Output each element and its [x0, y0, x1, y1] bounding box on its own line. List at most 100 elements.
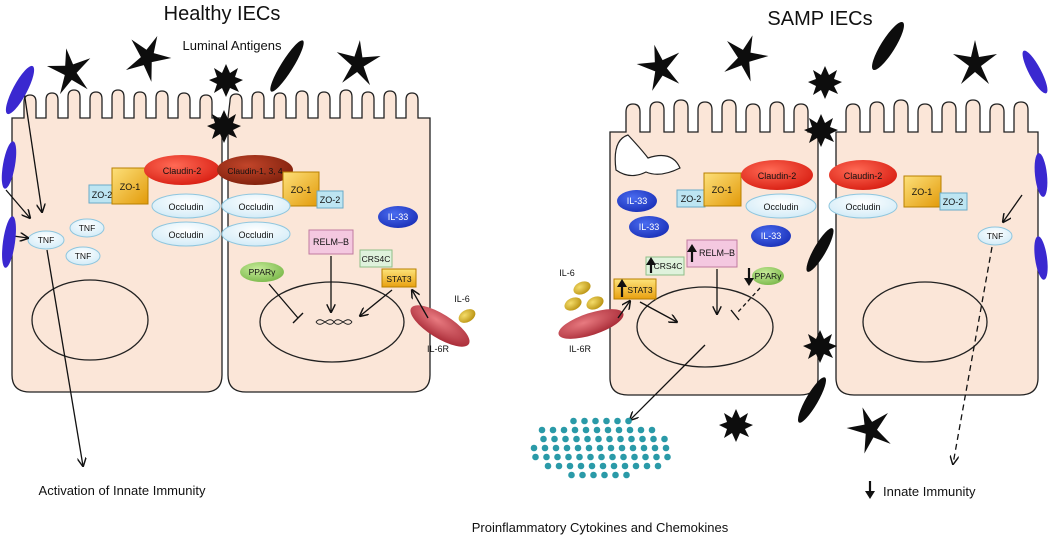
cytokine-dot [651, 444, 659, 452]
up-arrow-icon [687, 244, 697, 262]
cytokine-dot [615, 426, 623, 434]
tnf-oval [977, 226, 1013, 246]
occludin-label: Occludin [168, 202, 203, 212]
cytokine-dot [588, 462, 596, 470]
cytokine-dot [565, 453, 572, 461]
nucleus [636, 286, 774, 368]
down-arrow-head-icon [865, 491, 875, 499]
il6r-label: IL-6R [569, 344, 592, 354]
claudin2-oval [741, 160, 813, 190]
cytokine-dot [568, 471, 575, 479]
il6r-receptor [410, 305, 470, 347]
claudin2-oval [144, 155, 220, 185]
samp-cell-right [835, 99, 1039, 396]
cytokine-dot [595, 435, 602, 443]
tnf-label: TNF [38, 235, 55, 245]
star-antigen-icon [636, 44, 680, 91]
ppar-label: PPARγ [249, 267, 277, 277]
burst-antigen-icon [209, 64, 243, 97]
cytokine-dot [563, 444, 571, 452]
cytokine-dot [544, 462, 552, 470]
occludin-label: Occludin [763, 202, 798, 212]
crs4c-label: CRS4C [362, 254, 391, 264]
tnf-label: TNF [75, 251, 92, 261]
bacteria-icon [1, 141, 17, 189]
relmb-label: RELM–B [699, 248, 735, 258]
burst-antigen-icon [719, 409, 753, 442]
cytokine-dot [551, 435, 558, 443]
cytokine-dot [604, 426, 612, 434]
il33-label: IL-33 [388, 212, 409, 222]
stat3-box [381, 268, 417, 288]
occludin-oval [828, 193, 898, 219]
relmb-box [308, 229, 354, 255]
rod-antigen-icon [270, 40, 304, 92]
claudin134-label: Claudin-1, 3, 4 [227, 166, 283, 176]
cytokine-dot [601, 471, 608, 479]
zo1-box [703, 172, 742, 207]
crs4c-label: CRS4C [654, 261, 683, 271]
occludin-oval [745, 193, 817, 219]
cytokine-dot [566, 462, 574, 470]
il6-molecule [564, 297, 582, 311]
rod-antigen-icon [806, 228, 834, 272]
star-antigen-icon [336, 40, 381, 86]
zo2-box [316, 190, 344, 209]
luminal-antigens-label: Luminal Antigens [182, 38, 282, 53]
cytokine-dot [626, 426, 634, 434]
samp-signaling: IL-33 IL-33 IL-33 RELM–B CRS4C STAT3 PPA… [558, 190, 791, 420]
cytokine-dot [632, 462, 640, 470]
up-arrow-icon [646, 257, 656, 273]
cytokine-dot [574, 444, 582, 452]
occludin-label: Occludin [845, 202, 880, 212]
healthy-junctions: ZO-2 ZO-1 Claudin-2 Claudin-1, 3, 4 ZO-1… [88, 155, 344, 247]
star-antigen-icon [126, 36, 172, 82]
il33-oval [617, 190, 657, 212]
cytokine-dot [650, 435, 657, 443]
claudin2-label: Claudin-2 [844, 171, 883, 181]
cytokine-dot [599, 462, 607, 470]
claudin2-label: Claudin-2 [758, 171, 797, 181]
claudin2-oval [829, 160, 897, 190]
cytokine-dot [585, 444, 593, 452]
il6-molecule [586, 296, 604, 310]
cytokine-dot [581, 417, 588, 425]
claudin134-oval [217, 155, 293, 185]
il6-molecule [573, 281, 591, 295]
bacteria-icon [1034, 236, 1048, 280]
damaged-microvilli [614, 134, 681, 177]
tnf-label: TNF [987, 231, 1004, 241]
nucleus [31, 279, 149, 361]
rod-antigen-icon [872, 21, 904, 71]
tnf-oval [65, 246, 101, 266]
cytokine-dot [571, 426, 579, 434]
occludin-oval [151, 221, 221, 247]
burst-antigen-icon [803, 330, 837, 363]
occludin-oval [221, 193, 291, 219]
zo1-box [282, 171, 320, 207]
il33-oval [751, 225, 791, 247]
cytokine-dot [593, 426, 601, 434]
zo2-box [939, 192, 968, 211]
il6r-label: IL-6R [427, 344, 450, 354]
cytokine-dot [629, 444, 637, 452]
decreased-innate-immunity: Innate Immunity [865, 481, 976, 499]
samp-title: SAMP IECs [767, 8, 872, 30]
samp-tnf: TNF [953, 194, 1023, 464]
bacteria-icon [1034, 153, 1048, 197]
dna-icon [315, 319, 353, 325]
healthy-arrows [5, 77, 83, 466]
zo1-label: ZO-1 [912, 187, 933, 197]
innate-immunity-label: Innate Immunity [883, 484, 976, 499]
nucleus [259, 281, 405, 363]
cytokine-dot [617, 435, 624, 443]
cytokine-chemokine-cluster [530, 417, 671, 479]
cytokine-dot [642, 453, 649, 461]
cytokine-dot [573, 435, 580, 443]
cytokine-dot [590, 471, 597, 479]
star-antigen-icon [724, 35, 769, 82]
cytokine-dot [610, 462, 618, 470]
cytokine-dot [596, 444, 604, 452]
cytokine-dot [618, 444, 626, 452]
cytokine-dot [592, 417, 599, 425]
